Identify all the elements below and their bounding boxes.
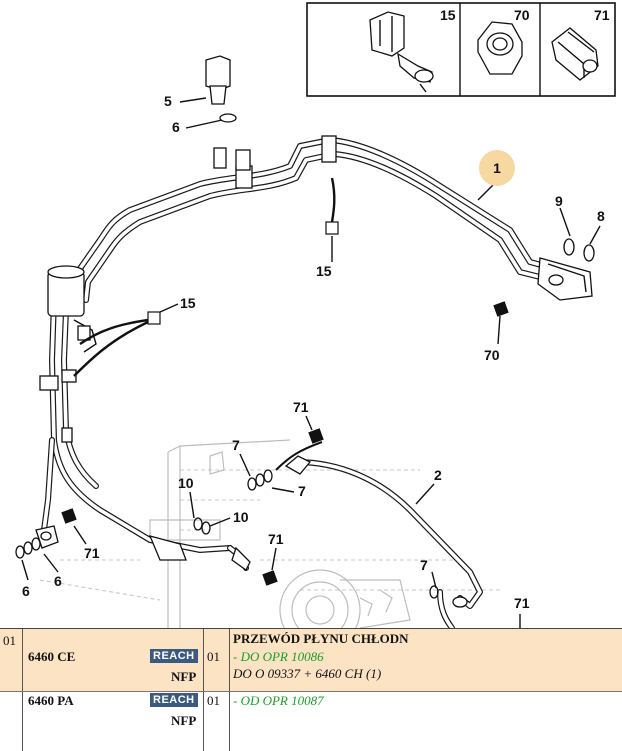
inset-label-71: 71 [594, 7, 610, 23]
callout-70: 70 [484, 347, 500, 363]
nfp-label: NFP [171, 669, 197, 684]
pipe-1 [41, 137, 563, 571]
pipe-1-lower-end [35, 525, 187, 561]
validity-range: - OD OPR 10087 [233, 693, 324, 708]
background-components [39, 439, 500, 628]
parts-row-6460-ce[interactable] [0, 629, 622, 691]
callout-7-b: 7 [298, 483, 306, 499]
callout-15-left: 15 [180, 295, 196, 311]
callout-10-b: 10 [233, 509, 249, 525]
spacer-71-icon [551, 27, 599, 81]
pressure-switch-5 [205, 55, 251, 171]
clip-15-icon [369, 11, 434, 93]
callout-1: 1 [493, 160, 501, 176]
callout-1-highlight [479, 150, 515, 186]
pipe-1-flange [537, 257, 593, 301]
part-title: PRZEWÓD PŁYNU CHŁODN [233, 631, 409, 646]
o-rings [15, 238, 595, 599]
callout-71-right: 71 [514, 595, 530, 611]
inset-label-15: 15 [440, 7, 456, 23]
callout-8: 8 [597, 208, 605, 224]
callout-15-mid: 15 [316, 263, 332, 279]
accumulator [39, 265, 97, 443]
reach-badge: REACH [150, 693, 198, 707]
parts-row-6460-pa[interactable] [0, 691, 622, 751]
callout-7-c: 7 [420, 557, 428, 573]
nfp-label: NFP [171, 713, 197, 728]
validity-range: - DO OPR 10086 [233, 649, 324, 664]
leader-lines [21, 97, 601, 628]
callout-5: 5 [164, 93, 172, 109]
callout-6-left: 6 [54, 573, 62, 589]
part-code: 6460 PA [28, 693, 74, 708]
callout-7-a: 7 [232, 437, 240, 453]
pipe-2 [231, 455, 483, 628]
inset-label-70: 70 [514, 7, 530, 23]
parts-diagram: 15 70 71 [15, 2, 616, 628]
callout-10-a: 10 [178, 475, 194, 491]
callout-71-bot: 71 [268, 531, 284, 547]
part-code: 6460 CE [28, 649, 76, 664]
nut-70-icon [477, 21, 523, 75]
row-index: 01 [3, 633, 16, 648]
callout-9: 9 [555, 193, 563, 209]
parts-inset: 15 70 71 [306, 2, 616, 97]
pipe-clips [77, 135, 337, 341]
callout-2: 2 [434, 467, 442, 483]
markers [61, 221, 509, 586]
fitment-note: DO O 09337 + 6460 CH (1) [233, 666, 382, 681]
callout-labels: 5 6 1 9 8 15 15 70 71 7 2 10 7 10 71 71 … [22, 93, 605, 611]
callout-71-left: 71 [84, 545, 100, 561]
parts-table: 01 6460 CE REACH NFP 01 PRZEWÓD PŁYNU CH… [0, 628, 622, 751]
quantity: 01 [207, 693, 220, 708]
callout-71-mid: 71 [293, 399, 309, 415]
reach-badge: REACH [150, 649, 198, 663]
callout-6-top: 6 [172, 119, 180, 135]
callout-6-bot: 6 [22, 583, 30, 599]
quantity: 01 [207, 649, 220, 664]
